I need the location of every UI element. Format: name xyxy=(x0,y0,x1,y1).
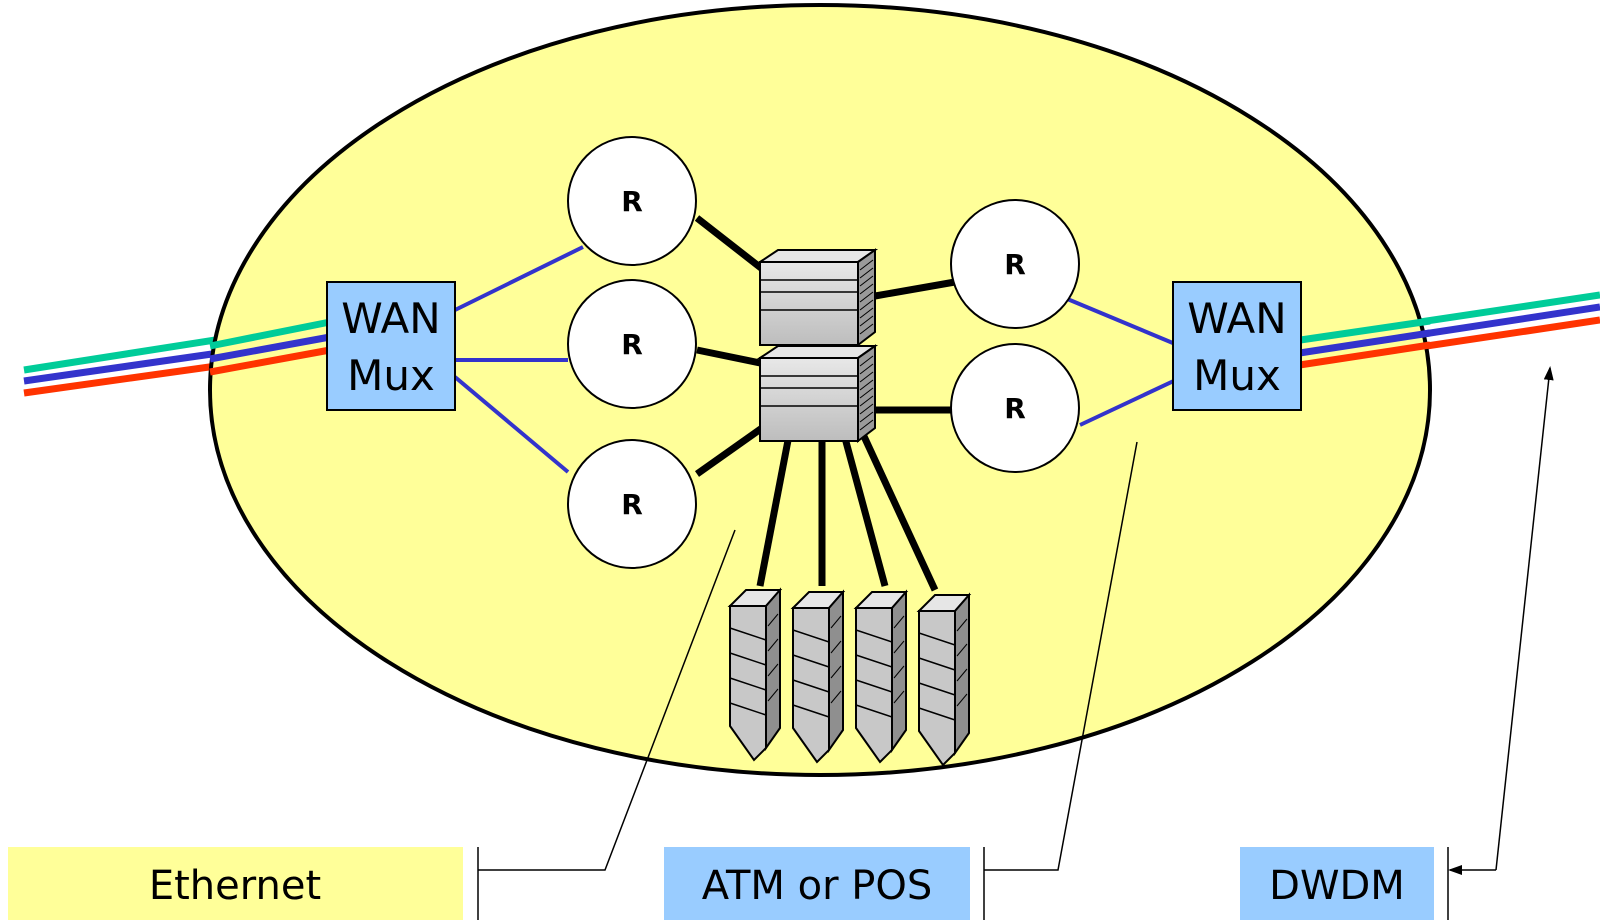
router-circle xyxy=(950,343,1080,473)
fiber-right-blue-overlay xyxy=(1279,329,1431,360)
router-r4: R xyxy=(950,199,1080,329)
mux-router-links xyxy=(453,245,1181,474)
mux-right-line1: WAN xyxy=(1187,294,1286,343)
server-3 xyxy=(853,589,909,764)
legend-ethernet: Ethernet xyxy=(8,847,463,920)
fiber-left-green-overlay xyxy=(209,318,331,350)
legend-atm-label: ATM or POS xyxy=(702,863,933,909)
switch-icon xyxy=(756,344,879,444)
fiber-right-green-overlay xyxy=(1279,317,1431,347)
router-r5: R xyxy=(950,343,1080,473)
wan-mux-right: WAN Mux xyxy=(1172,281,1302,411)
legend-dwdm-label: DWDM xyxy=(1269,863,1405,909)
switch-top xyxy=(756,248,879,348)
router-label: R xyxy=(621,328,643,361)
mux-right-line2: Mux xyxy=(1193,351,1281,400)
link-sw-srv1 xyxy=(756,429,794,587)
legend-ethernet-box xyxy=(8,847,463,920)
router-circle xyxy=(950,199,1080,329)
legend-dwdm-box xyxy=(1240,847,1434,920)
server-1 xyxy=(727,587,783,762)
fiber-right-red-overlay xyxy=(1279,341,1431,372)
server-2 xyxy=(790,589,846,764)
router-r2: R xyxy=(567,279,697,409)
link-r2-sw-bottom xyxy=(696,346,771,369)
server-tower-icon xyxy=(916,592,972,767)
legend-ethernet-label: Ethernet xyxy=(149,863,321,909)
link-mux-r1 xyxy=(454,245,584,312)
legend-atm-box xyxy=(664,847,970,920)
server-tower-icon xyxy=(853,589,909,764)
router-label: R xyxy=(1004,392,1026,425)
switch-server-links xyxy=(756,429,939,592)
server-4 xyxy=(916,592,972,767)
ethernet-pointer xyxy=(478,529,736,871)
mux-left-box xyxy=(326,281,456,411)
router-switch-links xyxy=(694,215,956,477)
link-sw-srv3 xyxy=(841,437,889,587)
wan-mux-left: WAN Mux xyxy=(326,281,456,411)
router-circle xyxy=(567,279,697,409)
router-r3: R xyxy=(567,439,697,569)
router-circle xyxy=(567,439,697,569)
legend-dwdm: DWDM xyxy=(1240,847,1434,920)
link-r4-mux xyxy=(1064,296,1181,348)
fiber-left-overlay xyxy=(209,318,331,376)
router-label: R xyxy=(1004,248,1026,281)
atm-pointer xyxy=(984,441,1138,871)
mux-right-box xyxy=(1172,281,1302,411)
mux-left-line1: WAN xyxy=(341,294,440,343)
switch-icon xyxy=(756,248,879,348)
router-r1: R xyxy=(567,136,697,266)
switch-bottom xyxy=(756,344,879,444)
link-r1-sw-top xyxy=(694,215,773,278)
servers xyxy=(727,587,972,767)
link-sw-srv4 xyxy=(858,430,939,592)
router-label: R xyxy=(621,488,643,521)
fiber-left-red-overlay xyxy=(209,346,331,376)
link-r3-sw-bottom xyxy=(694,425,765,477)
server-tower-icon xyxy=(790,589,846,764)
legend-pointers xyxy=(477,366,1554,920)
dwdm-pointer-up xyxy=(1495,366,1554,871)
fiber-right-overlay xyxy=(1279,317,1431,372)
link-sw-top-r4 xyxy=(874,278,956,300)
legend-atm-pos: ATM or POS xyxy=(664,847,970,920)
fiber-left-blue-overlay xyxy=(209,333,331,363)
link-mux-r3 xyxy=(453,375,570,474)
router-label: R xyxy=(621,185,643,218)
link-r5-mux xyxy=(1079,376,1181,427)
router-circle xyxy=(567,136,697,266)
mux-left-line2: Mux xyxy=(347,351,435,400)
server-tower-icon xyxy=(727,587,783,762)
